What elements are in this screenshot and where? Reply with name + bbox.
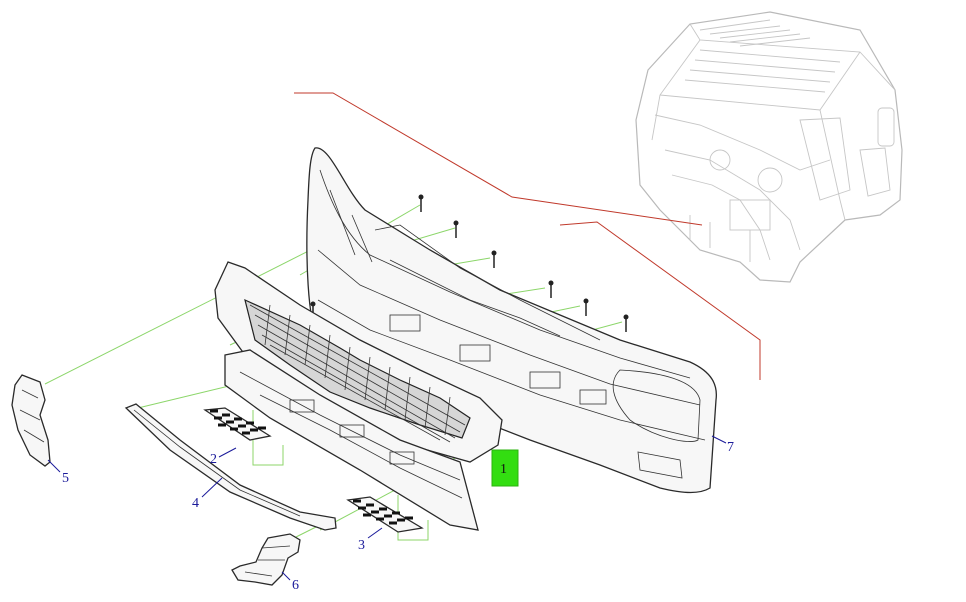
location-reference-lines xyxy=(294,92,761,380)
part-7-front-bumper xyxy=(306,147,718,494)
part-4-lower-trim-strip xyxy=(124,403,337,531)
part-1-grille-assembly xyxy=(214,261,519,531)
part-1-highlight-tag xyxy=(491,449,519,487)
part-3-mesh-pad xyxy=(346,496,424,533)
part-6-corner-bracket xyxy=(231,533,301,586)
truck-cab-illustration xyxy=(635,11,903,283)
callout-1: 1 xyxy=(500,462,507,477)
callout-5: 5 xyxy=(62,471,69,486)
callout-4: 4 xyxy=(192,496,199,511)
callout-7: 7 xyxy=(727,440,734,455)
mounting-bolts xyxy=(310,194,629,332)
callout-2: 2 xyxy=(210,452,217,467)
callout-labels: 1 2 3 4 5 6 7 xyxy=(62,440,734,593)
part-2-mesh-pad xyxy=(203,407,272,441)
callout-3: 3 xyxy=(358,538,365,553)
callout-leader-lines xyxy=(47,435,727,581)
part-5-corner-bracket xyxy=(11,374,51,467)
callout-6: 6 xyxy=(292,578,299,593)
